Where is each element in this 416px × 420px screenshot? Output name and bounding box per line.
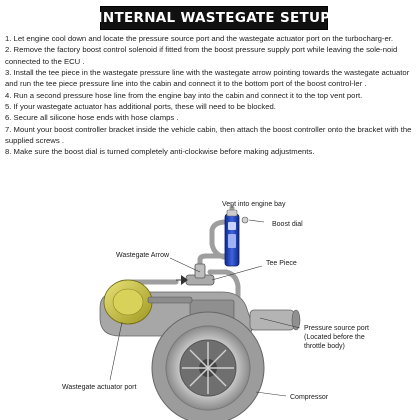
label-wastegate-arrow: Wastegate Arrow bbox=[116, 252, 170, 259]
title-banner: INTERNAL WASTEGATE SETUP bbox=[97, 6, 331, 30]
instruction-step: 4. Run a second pressure hose line from … bbox=[5, 90, 363, 100]
label-pressure-source-note: (Located before the bbox=[304, 334, 365, 341]
instruction-step: 7. Mount your boost controller bracket i… bbox=[5, 124, 412, 146]
instruction-list: 1. Let engine cool down and locate the p… bbox=[5, 33, 413, 158]
wastegate-actuator bbox=[103, 279, 193, 325]
label-pressure-source-note-2: throttle body) bbox=[304, 343, 345, 350]
instruction-step: 5. If your wastegate actuator has additi… bbox=[5, 102, 276, 112]
leader-lines bbox=[109, 204, 301, 397]
label-vent: Vent into engine bay bbox=[222, 201, 286, 208]
instruction-step: 2. Remove the factory boost control sole… bbox=[5, 45, 398, 66]
instruction-step: 3. Install the tee piece in the wastegat… bbox=[5, 68, 410, 89]
label-compressor: Compressor bbox=[290, 394, 329, 401]
instruction-step: 8. Make sure the boost dial is turned co… bbox=[5, 147, 315, 157]
boost-dial-knob-icon bbox=[241, 216, 249, 224]
label-pressure-source: Pressure source port bbox=[304, 325, 369, 332]
instruction-step: 1. Let engine cool down and locate the p… bbox=[5, 34, 394, 43]
instruction-step: 6. Secure all silicone hose ends with ho… bbox=[5, 113, 179, 123]
boost-controller bbox=[224, 209, 249, 267]
label-actuator-port: Wastegate actuator port bbox=[62, 384, 137, 391]
tee-piece bbox=[176, 263, 215, 286]
compressor-housing bbox=[151, 311, 265, 420]
wastegate-arrow-icon bbox=[181, 275, 188, 285]
label-boost-dial: Boost dial bbox=[272, 221, 303, 228]
page-title: INTERNAL WASTEGATE SETUP bbox=[97, 10, 331, 26]
wastegate-diagram: Vent into engine bay Boost dial Wastegat… bbox=[62, 201, 369, 420]
label-tee-piece: Tee Piece bbox=[266, 260, 297, 267]
